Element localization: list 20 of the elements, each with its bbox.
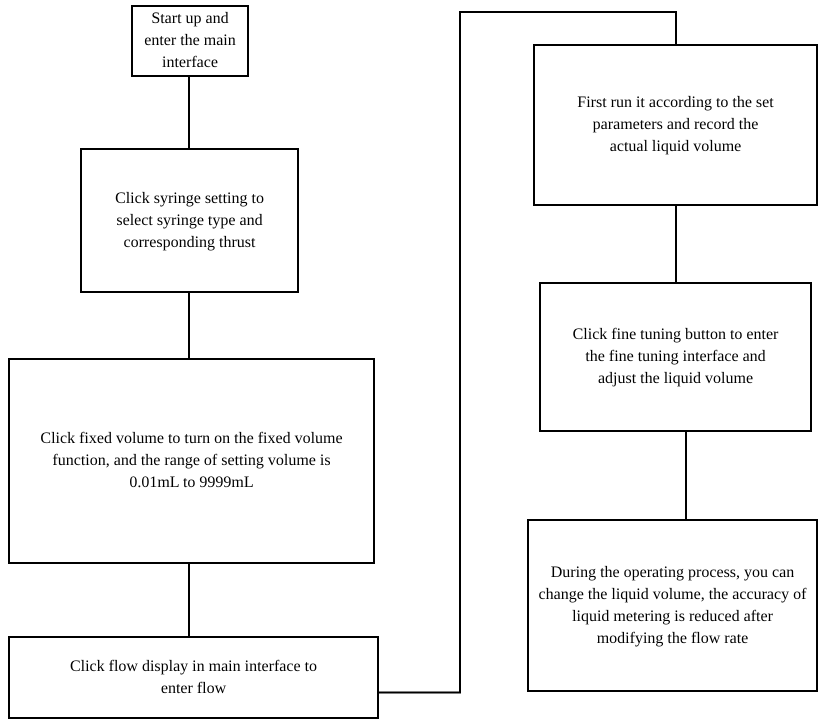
step-text: Click syringe setting to select syringe type and corresponding thrust [114,188,265,252]
process-box [533,44,818,206]
connector-line [188,293,190,358]
step-text: During the operating process, you can change the liquid volume, the accuracy of liquid metering is reduced after modifying the flow rate [538,562,808,648]
step-text: Click fine tuning button to enter the fine tuning interface and adjust the liquid volume [572,325,780,389]
connector-line [379,11,677,694]
step-text: Click flow display in main interface to enter flow [68,656,318,698]
step-text: Click fixed volume to turn on the fixed volume function, and the range of setting volume is 0.01mL to 9999mL [39,429,344,493]
process-box [8,358,375,564]
process-box [539,282,812,432]
connector-line [685,432,687,519]
process-box [80,148,299,293]
process-box [131,5,249,77]
connector-line [188,564,190,636]
process-box [8,636,379,719]
step-text: Start up and enter the main interface [143,9,237,73]
connector-line [188,77,190,148]
connector-line [675,206,677,282]
process-box [527,519,818,692]
step-text: First run it according to the set parameters and record the actual liquid volume [576,93,775,157]
